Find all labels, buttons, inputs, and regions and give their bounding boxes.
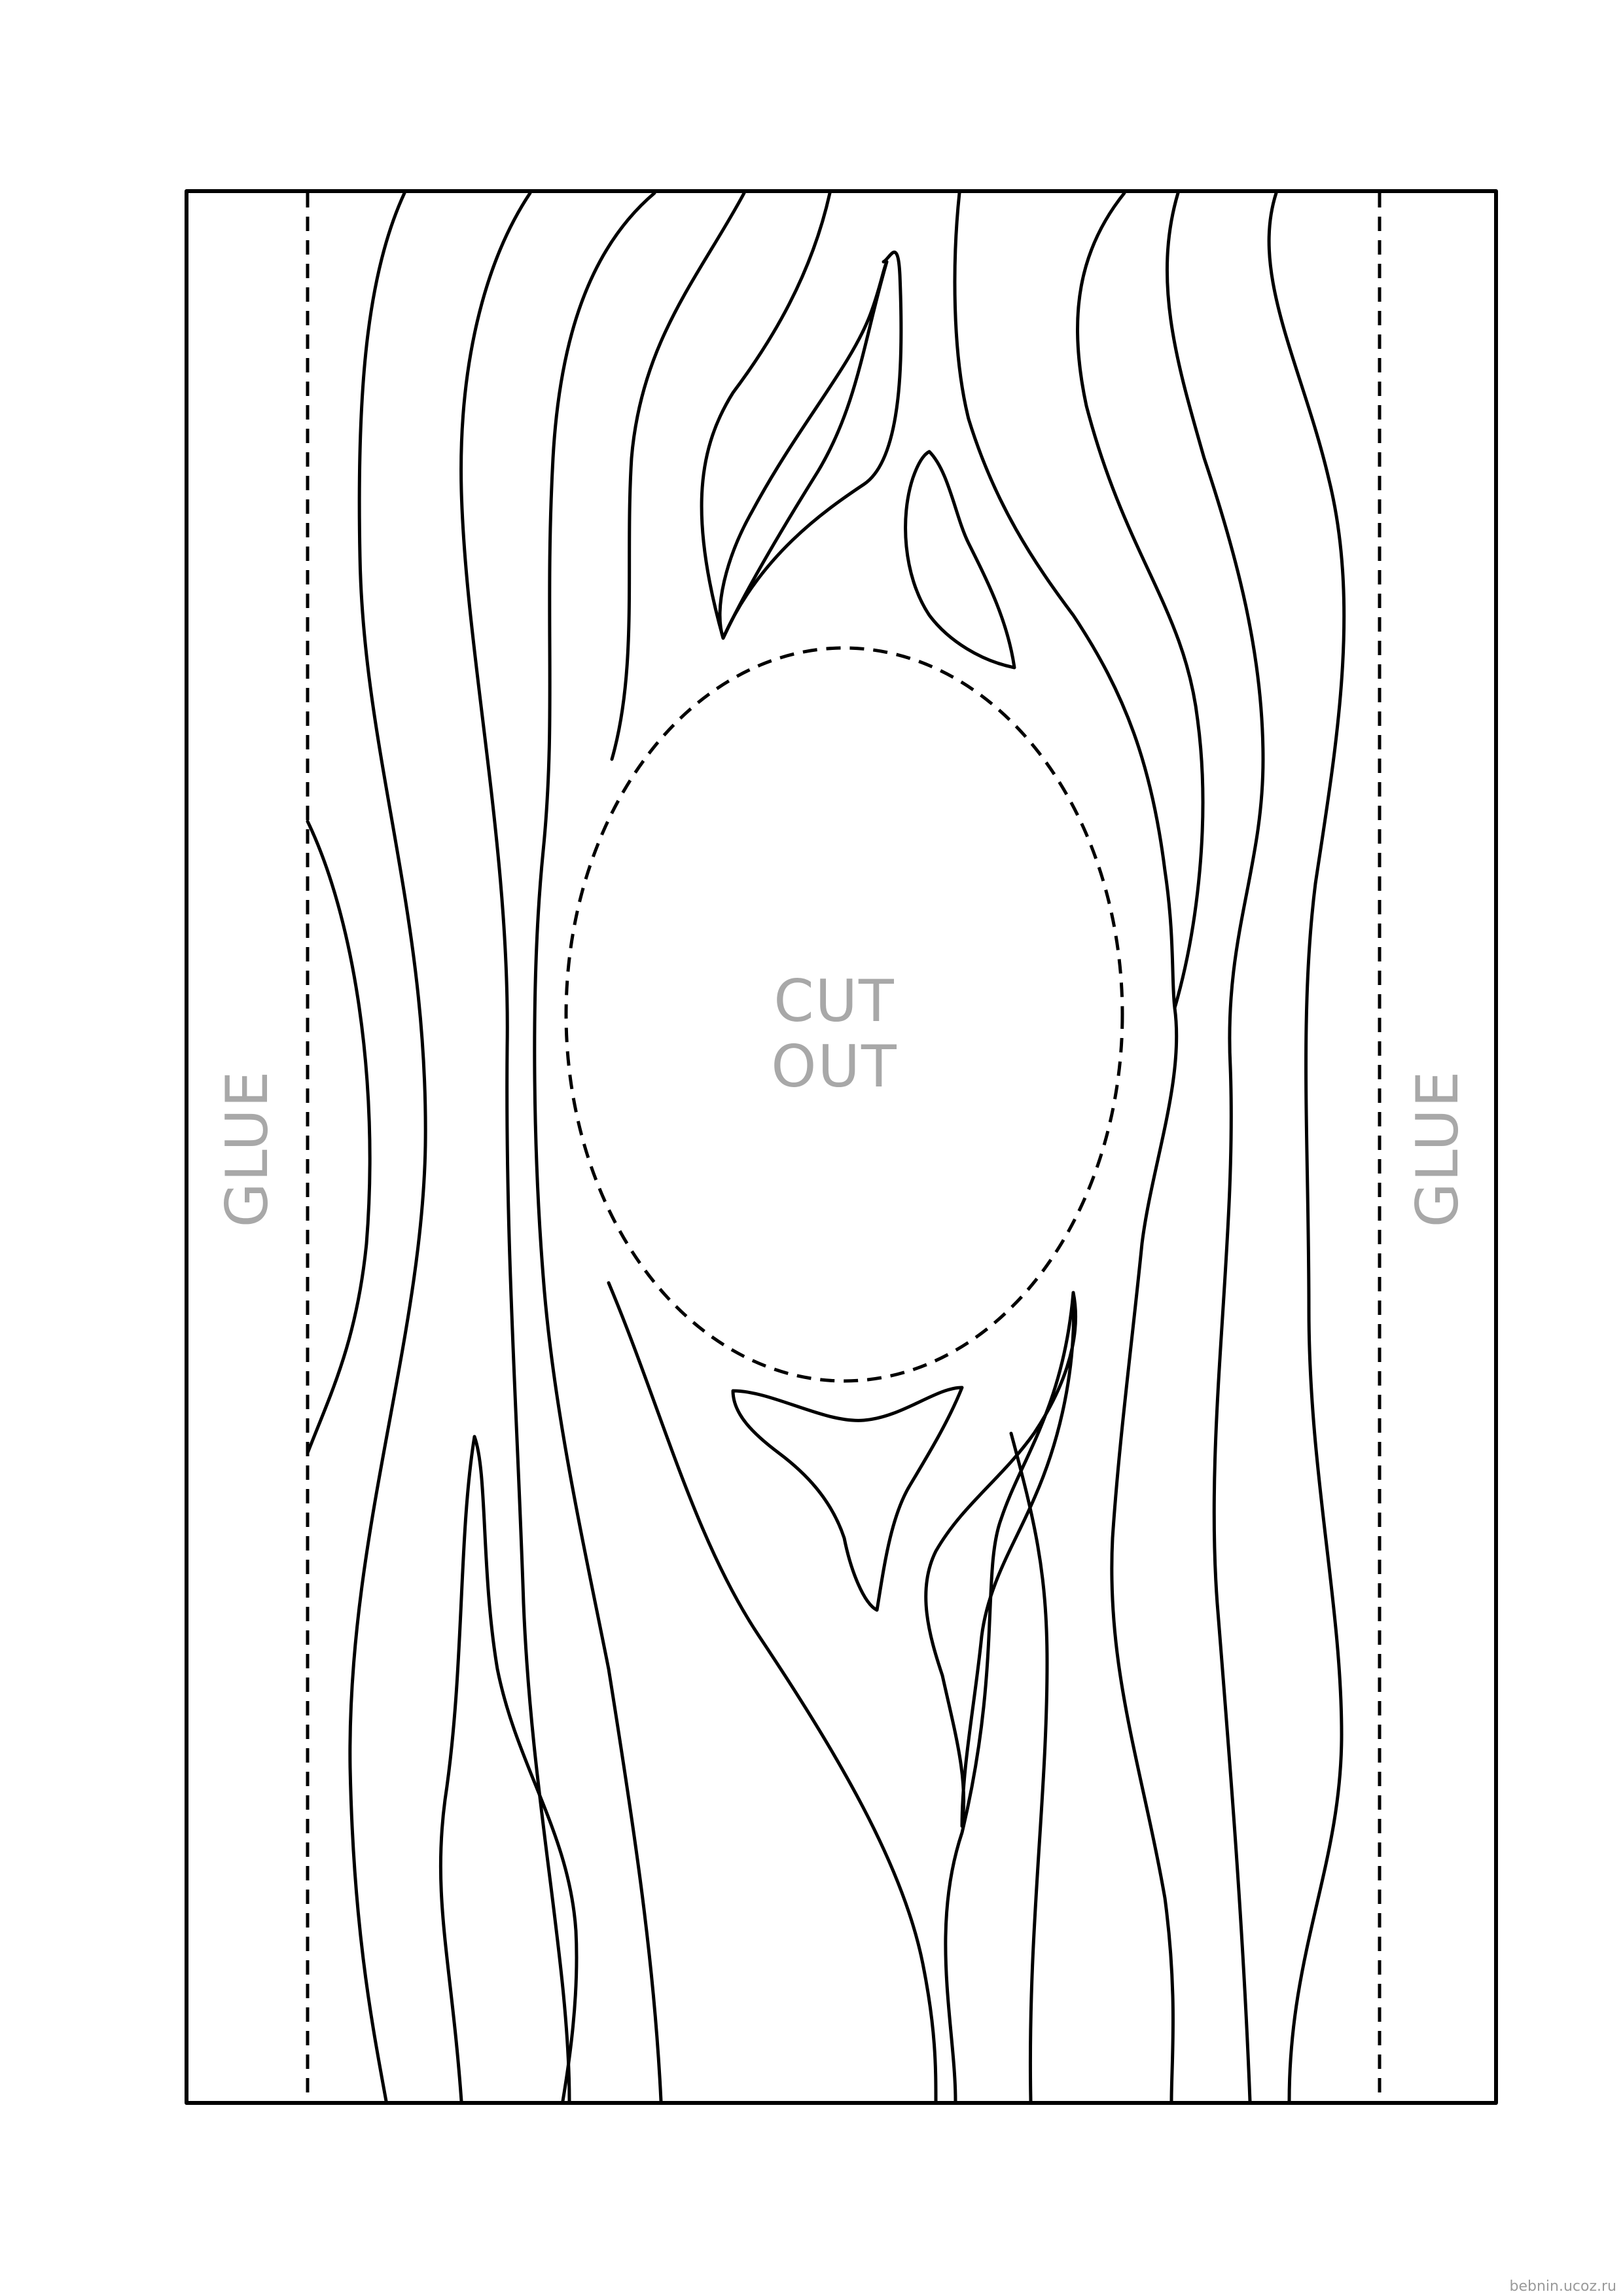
grain-line [1267,191,1346,2103]
grain-line [607,1281,938,2103]
grain-line [533,191,663,2103]
cut-out-oval [564,646,1124,1383]
grain-line [610,191,746,761]
grain-line [1110,1006,1179,2103]
grain-line [438,1435,476,2103]
watermark-text: bebnin.ucoz.ru [1510,2278,1617,2295]
knot-lower-right [924,1291,1077,1828]
cut-out-label-line2: OUT [771,1033,897,1100]
glue-label-left: GLUE [213,1070,281,1228]
glue-label-right: GLUE [1404,1070,1471,1228]
grain-line [348,191,427,2103]
grain-line [1009,1431,1049,2103]
knot-upper-left [718,260,889,640]
grain-line [1075,191,1205,1010]
grain-line [944,1291,1075,2103]
grain-line [473,1435,579,2103]
grain-line [953,191,1177,1010]
grain-line [1165,191,1265,2103]
cut-out-label-line1: CUT [774,967,895,1035]
wood-grain [306,191,1346,2103]
grain-line [306,819,372,1455]
knot-upper-right [904,450,1016,670]
outer-frame [185,189,1498,2105]
knot-lower-center [731,1386,964,1612]
grain-line [700,191,903,640]
wood-knots [718,260,1077,1828]
